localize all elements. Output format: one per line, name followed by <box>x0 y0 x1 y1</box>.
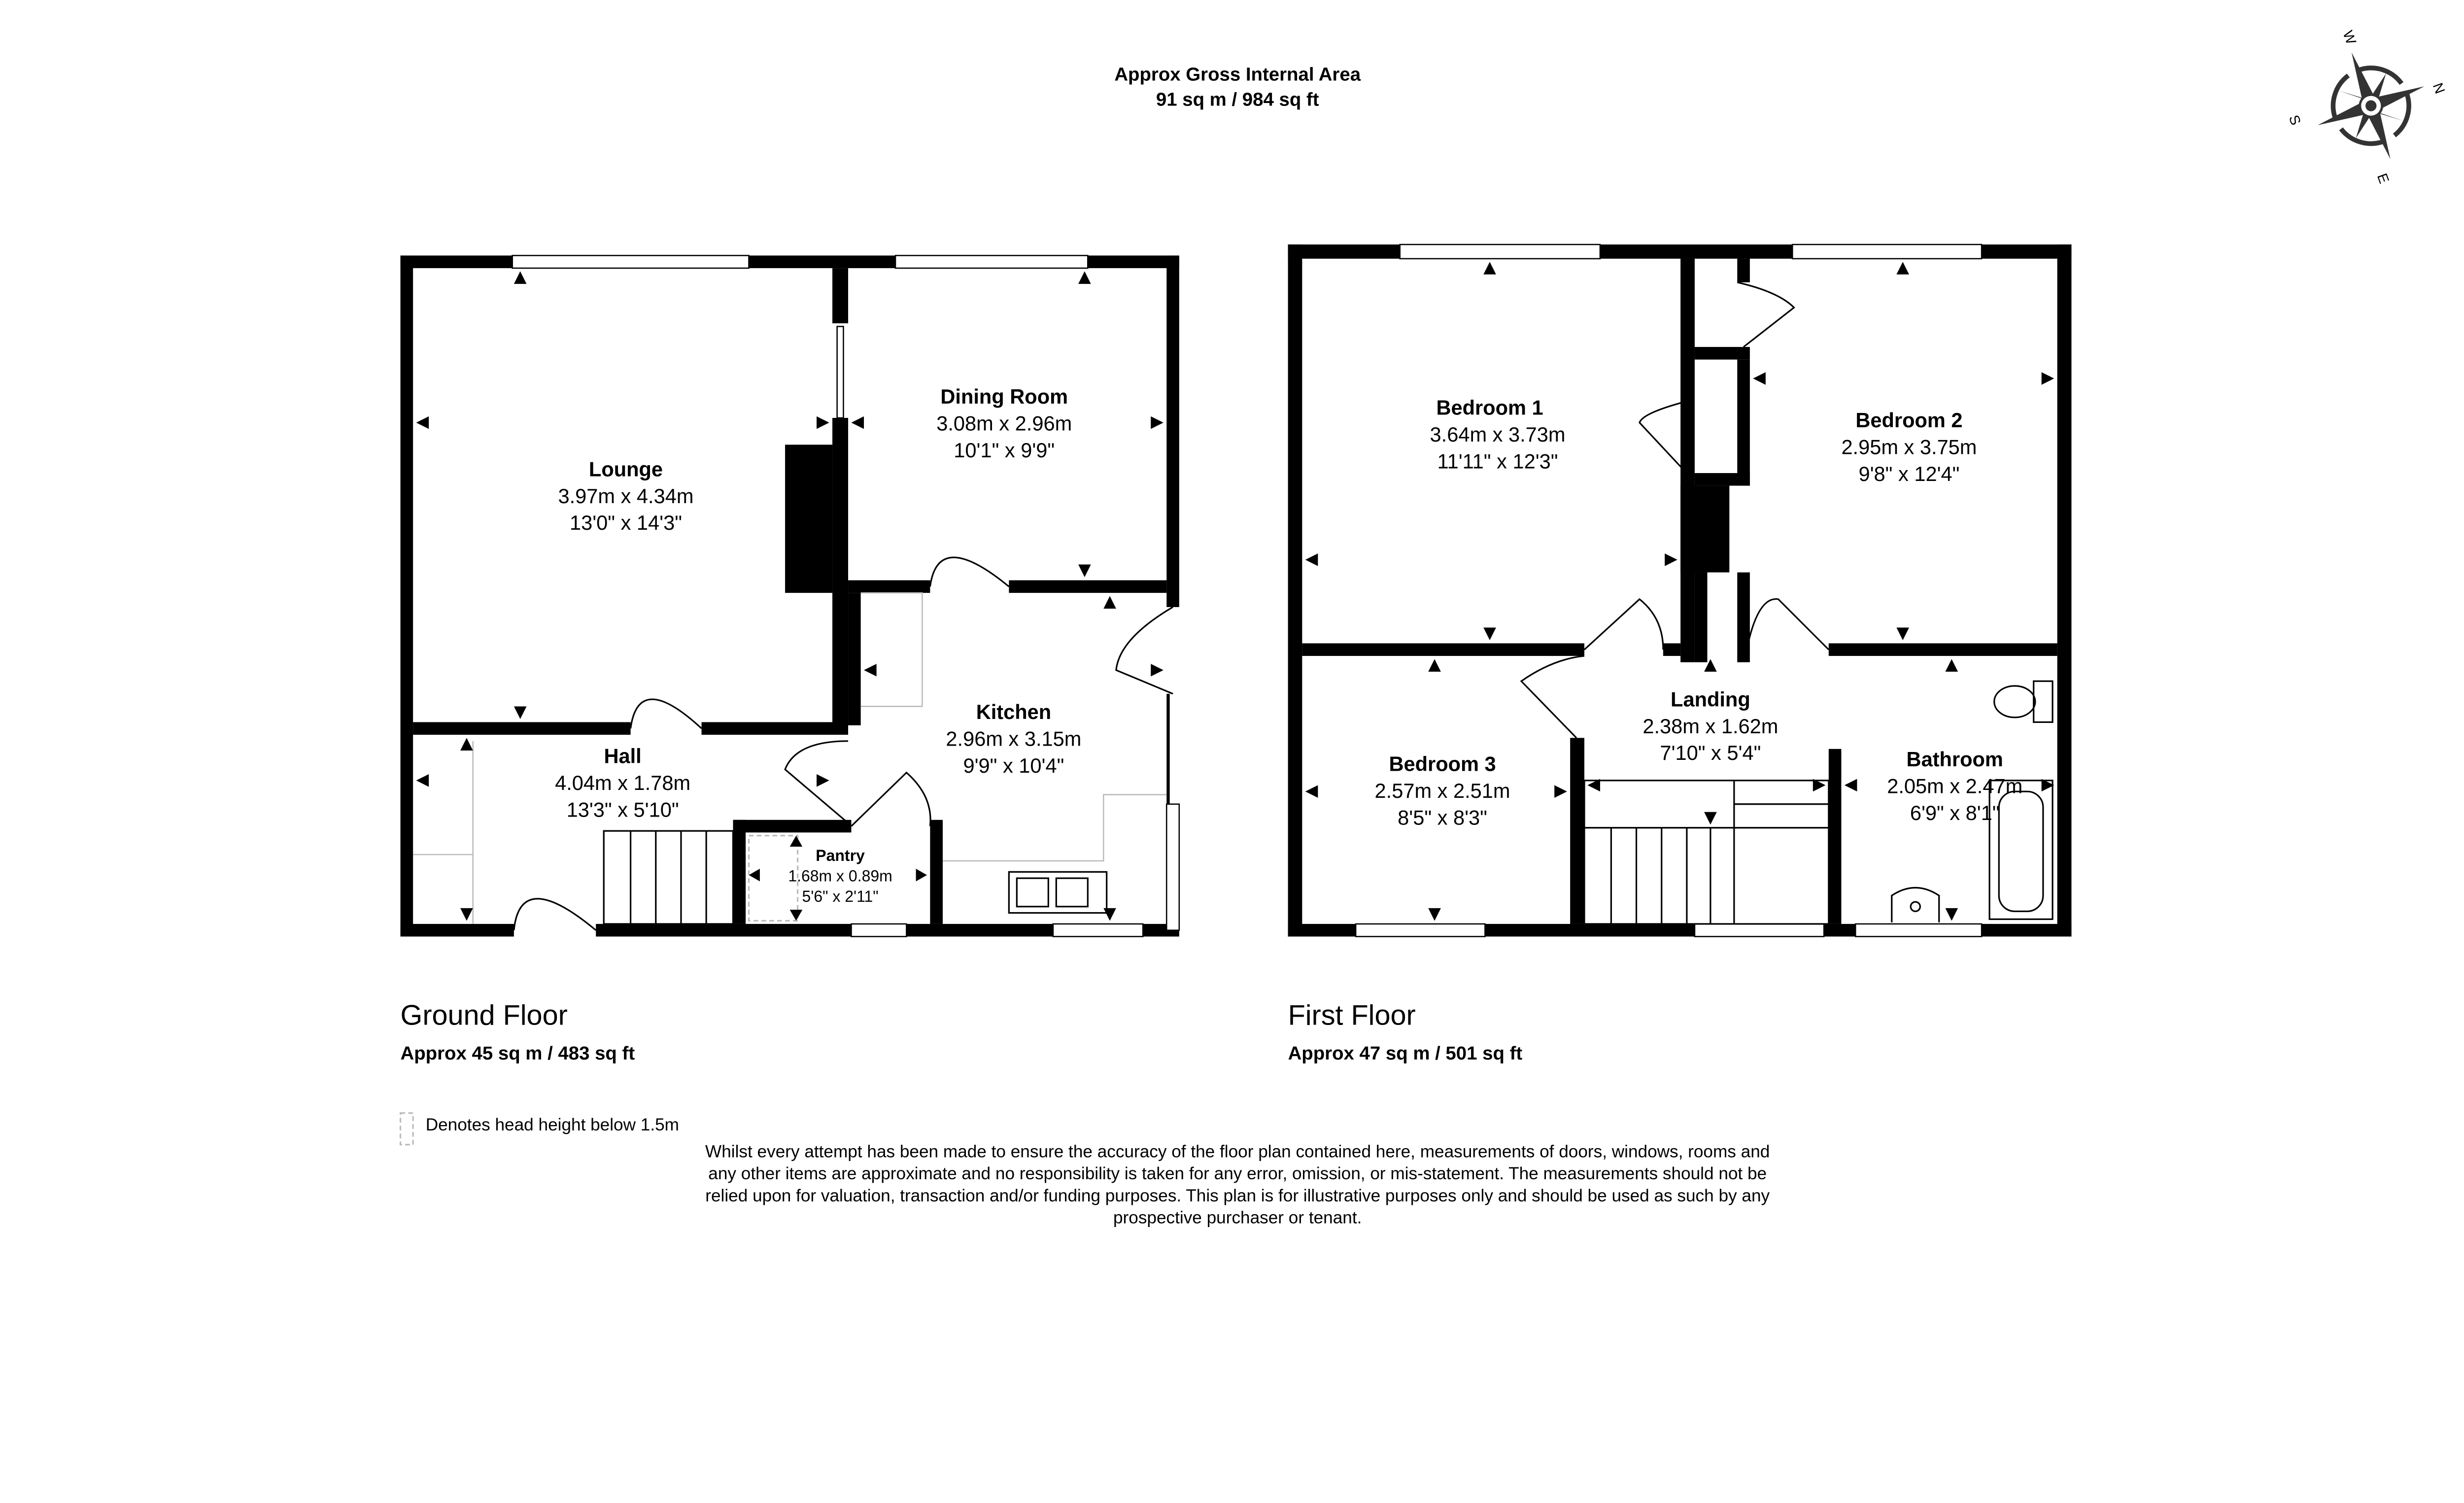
svg-text:13'3" x 5'10": 13'3" x 5'10" <box>567 798 679 821</box>
svg-text:2.96m x 3.15m: 2.96m x 3.15m <box>946 727 1081 750</box>
svg-text:3.97m x 4.34m: 3.97m x 4.34m <box>558 484 693 508</box>
first-floor-area: Approx 47 sq m / 501 sq ft <box>1288 1043 1523 1064</box>
room-hall: Hall 4.04m x 1.78m 13'3" x 5'10" <box>555 745 690 821</box>
svg-text:2.05m x 2.47m: 2.05m x 2.47m <box>1887 774 2022 797</box>
ground-dimension-arrows <box>416 271 1164 921</box>
svg-text:Landing: Landing <box>1671 687 1750 711</box>
sink-icon <box>1008 871 1108 914</box>
svg-text:3.08m x 2.96m: 3.08m x 2.96m <box>936 412 1072 435</box>
first-floor-title: First Floor <box>1288 1000 1416 1031</box>
svg-text:Dining Room: Dining Room <box>940 385 1068 408</box>
svg-text:13'0" x 14'3": 13'0" x 14'3" <box>570 511 682 534</box>
ground-floor-walls <box>400 255 1180 937</box>
head-height-legend-icon <box>399 1112 414 1146</box>
compass-s: S <box>2286 113 2304 127</box>
svg-text:prospective purchaser or tenan: prospective purchaser or tenant. <box>1113 1208 1362 1228</box>
svg-text:9'8" x 12'4": 9'8" x 12'4" <box>1858 462 1959 485</box>
ground-stairs <box>603 830 734 925</box>
svg-text:any other items are approximat: any other items are approximate and no r… <box>708 1164 1767 1183</box>
first-floor-walls <box>1288 243 2072 937</box>
room-kitchen: Kitchen 2.96m x 3.15m 9'9" x 10'4" <box>946 700 1081 777</box>
svg-text:5'6" x 2'11": 5'6" x 2'11" <box>802 888 878 905</box>
floor-plan: Approx Gross Internal Area 91 sq m / 984… <box>399 29 2448 1228</box>
svg-text:2.95m x 3.75m: 2.95m x 3.75m <box>1841 436 1977 459</box>
svg-text:10'1" x 9'9": 10'1" x 9'9" <box>954 439 1055 462</box>
first-dimension-arrows <box>1305 262 2054 921</box>
svg-text:6'9" x 8'1": 6'9" x 8'1" <box>1910 801 2000 824</box>
svg-text:3.64m x 3.73m: 3.64m x 3.73m <box>1430 423 1566 446</box>
svg-text:Bedroom 1: Bedroom 1 <box>1436 396 1543 419</box>
room-pantry: Pantry 1.68m x 0.89m 5'6" x 2'11" <box>788 847 892 905</box>
room-landing: Landing 2.38m x 1.62m 7'10" x 5'4" <box>1643 687 1778 764</box>
svg-text:Bathroom: Bathroom <box>1907 748 2003 771</box>
svg-text:4.04m x 1.78m: 4.04m x 1.78m <box>555 771 690 794</box>
svg-text:Pantry: Pantry <box>816 847 865 864</box>
head-height-legend: Denotes head height below 1.5m <box>426 1115 679 1134</box>
basin-icon <box>1891 887 1940 922</box>
compass-e: E <box>2374 171 2392 186</box>
svg-text:Bedroom 3: Bedroom 3 <box>1389 752 1496 776</box>
svg-text:9'9" x 10'4": 9'9" x 10'4" <box>963 754 1064 777</box>
svg-text:Kitchen: Kitchen <box>976 700 1051 723</box>
ground-floor-title: Ground Floor <box>401 1000 568 1031</box>
svg-text:2.57m x 2.51m: 2.57m x 2.51m <box>1375 779 1510 802</box>
svg-text:1.68m x 0.89m: 1.68m x 0.89m <box>788 867 892 885</box>
svg-text:8'5" x 8'3": 8'5" x 8'3" <box>1398 806 1487 829</box>
svg-text:11'11" x 12'3": 11'11" x 12'3" <box>1437 449 1558 473</box>
room-bathroom: Bathroom 2.05m x 2.47m 6'9" x 8'1" <box>1887 748 2022 824</box>
compass-w: W <box>2339 29 2359 47</box>
toilet-icon <box>1993 680 2053 723</box>
svg-text:2.38m x 1.62m: 2.38m x 1.62m <box>1643 715 1778 738</box>
svg-text:relied upon for valuation, tra: relied upon for valuation, transaction a… <box>705 1186 1770 1205</box>
room-lounge: Lounge 3.97m x 4.34m 13'0" x 14'3" <box>558 457 693 534</box>
svg-text:Bedroom 2: Bedroom 2 <box>1855 409 1962 432</box>
bath-icon <box>1988 780 2053 920</box>
gross-area-title: Approx Gross Internal Area <box>1114 64 1361 85</box>
first-stairs <box>1583 780 1830 925</box>
room-bedroom-2: Bedroom 2 2.95m x 3.75m 9'8" x 12'4" <box>1841 409 1977 485</box>
room-dining-room: Dining Room 3.08m x 2.96m 10'1" x 9'9" <box>936 385 1072 462</box>
gross-area-value: 91 sq m / 984 sq ft <box>1156 89 1319 110</box>
disclaimer: Whilst every attempt has been made to en… <box>705 1142 1770 1227</box>
room-bedroom-1: Bedroom 1 3.64m x 3.73m 11'11" x 12'3" <box>1430 396 1566 473</box>
compass-icon <box>2318 52 2425 159</box>
compass-n: N <box>2430 81 2448 96</box>
svg-text:7'10" x 5'4": 7'10" x 5'4" <box>1660 741 1761 764</box>
svg-text:Whilst every attempt has been: Whilst every attempt has been made to en… <box>705 1142 1770 1161</box>
svg-text:Lounge: Lounge <box>589 457 663 480</box>
svg-text:Hall: Hall <box>604 745 641 768</box>
room-bedroom-3: Bedroom 3 2.57m x 2.51m 8'5" x 8'3" <box>1375 752 1510 829</box>
ground-floor-area: Approx 45 sq m / 483 sq ft <box>401 1043 635 1064</box>
